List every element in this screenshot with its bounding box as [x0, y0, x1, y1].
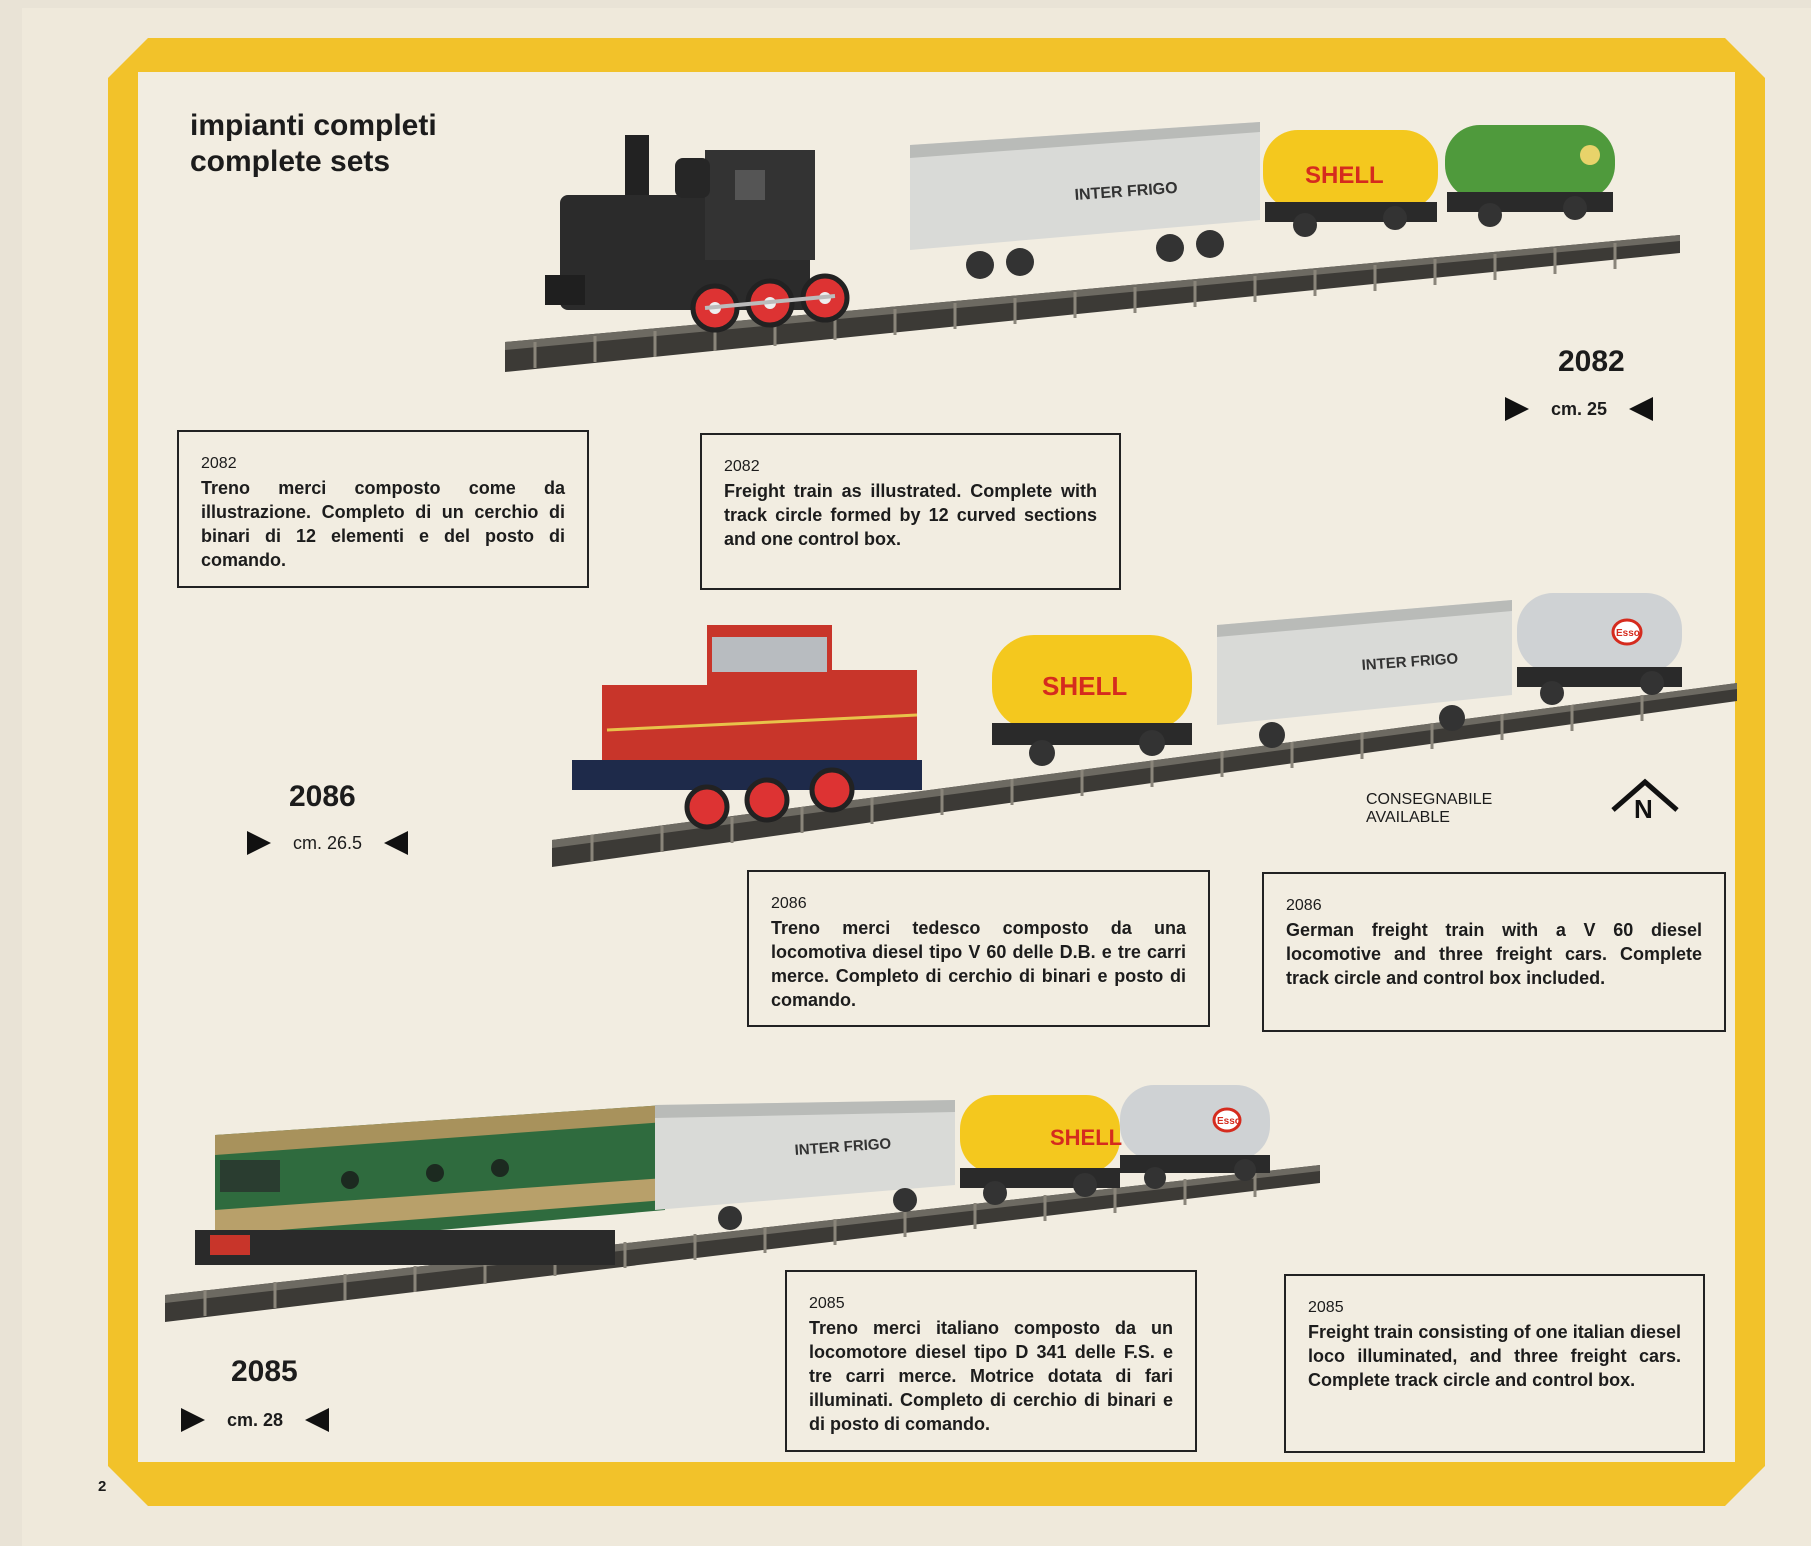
description-text: Treno merci composto come da illustrazio…	[201, 478, 565, 570]
n-scale-logo-icon: N	[1611, 778, 1679, 824]
red-diesel-locomotive	[572, 625, 922, 830]
arrow-left-icon	[305, 1408, 330, 1432]
length-text: cm. 26.5	[293, 832, 363, 853]
description-code: 2082	[201, 455, 237, 472]
set-code-2086: 2086	[289, 780, 356, 813]
set-code-2085: 2085	[231, 1355, 298, 1388]
heading-line-english: complete sets	[190, 145, 391, 178]
length-2085: cm. 28	[181, 1408, 330, 1432]
shell-label-2: SHELL	[1042, 671, 1127, 701]
description-code: 2085	[809, 1295, 845, 1312]
arrow-left-icon	[384, 831, 409, 855]
available-italian: CONSEGNABILE	[1366, 791, 1493, 808]
interfrigo-label: INTER FRIGO	[1361, 650, 1459, 674]
train-2082-illustration: INTER FRIGO SHELL	[505, 122, 1680, 372]
description-code: 2086	[1286, 897, 1322, 914]
shell-tank-wagon: SHELL	[992, 635, 1192, 766]
bp-tank-wagon	[1445, 125, 1615, 227]
shell-label-1: SHELL	[1305, 162, 1384, 189]
n-logo-letter: N	[1634, 794, 1653, 824]
length-text: cm. 25	[1551, 398, 1608, 419]
arrow-right-icon	[1505, 397, 1529, 421]
train-2086-illustration: SHELL INTER FRIGO Esso	[552, 593, 1737, 867]
interfrigo-label: INTER FRIGO	[794, 1135, 892, 1159]
available-english: AVAILABLE	[1366, 809, 1450, 826]
heading-line-italian: impianti completi	[190, 109, 437, 142]
description-english-2086: 2086 German freight train with a V 60 di…	[1262, 872, 1726, 1032]
green-diesel-locomotive	[195, 1105, 665, 1265]
shell-tank-wagon: SHELL	[1263, 130, 1438, 237]
description-code: 2082	[724, 458, 760, 475]
description-code: 2086	[771, 895, 807, 912]
shell-tank-wagon: SHELL	[960, 1095, 1122, 1205]
description-text: Freight train as illustrated. Complete w…	[724, 481, 1097, 549]
arrow-right-icon	[247, 831, 271, 855]
interfrigo-wagon: INTER FRIGO	[655, 1100, 955, 1230]
length-2086: cm. 26.5	[247, 831, 409, 855]
length-2082: cm. 25	[1505, 397, 1654, 421]
interfrigo-wagon: INTER FRIGO	[1217, 600, 1512, 748]
arrow-left-icon	[1629, 397, 1654, 421]
description-text: Treno merci tedesco composto da una loco…	[771, 918, 1186, 1010]
esso-label-2: Esso	[1217, 1116, 1241, 1127]
description-italian-2085: 2085 Treno merci italiano composto da un…	[785, 1270, 1197, 1452]
description-italian-2086: 2086 Treno merci tedesco composto da una…	[747, 870, 1210, 1027]
shell-label-3: SHELL	[1050, 1125, 1122, 1150]
esso-tank-wagon: Esso	[1120, 1085, 1270, 1189]
description-italian-2082: 2082 Treno merci composto come da illust…	[177, 430, 589, 588]
train-2085-illustration: INTER FRIGO SHELL Esso	[165, 1085, 1320, 1322]
description-text: German freight train with a V 60 diesel …	[1286, 920, 1702, 988]
steam-locomotive	[545, 135, 850, 333]
arrow-right-icon	[181, 1408, 205, 1432]
esso-label-1: Esso	[1616, 628, 1640, 639]
interfrigo-wagon: INTER FRIGO	[910, 122, 1260, 279]
description-text: Freight train consisting of one italian …	[1308, 1322, 1681, 1390]
description-english-2085: 2085 Freight train consisting of one ita…	[1284, 1274, 1705, 1453]
esso-tank-wagon: Esso	[1517, 593, 1682, 705]
set-code-2082: 2082	[1558, 345, 1625, 378]
description-text: Treno merci italiano composto da un loco…	[809, 1318, 1173, 1434]
length-text: cm. 28	[227, 1409, 284, 1430]
page-number: 2	[98, 1478, 107, 1495]
availability-note: CONSEGNABILE AVAILABLE	[1366, 791, 1492, 827]
description-code: 2085	[1308, 1299, 1344, 1316]
page-heading: impianti completi complete sets	[190, 108, 437, 180]
description-english-2082: 2082 Freight train as illustrated. Compl…	[700, 433, 1121, 590]
